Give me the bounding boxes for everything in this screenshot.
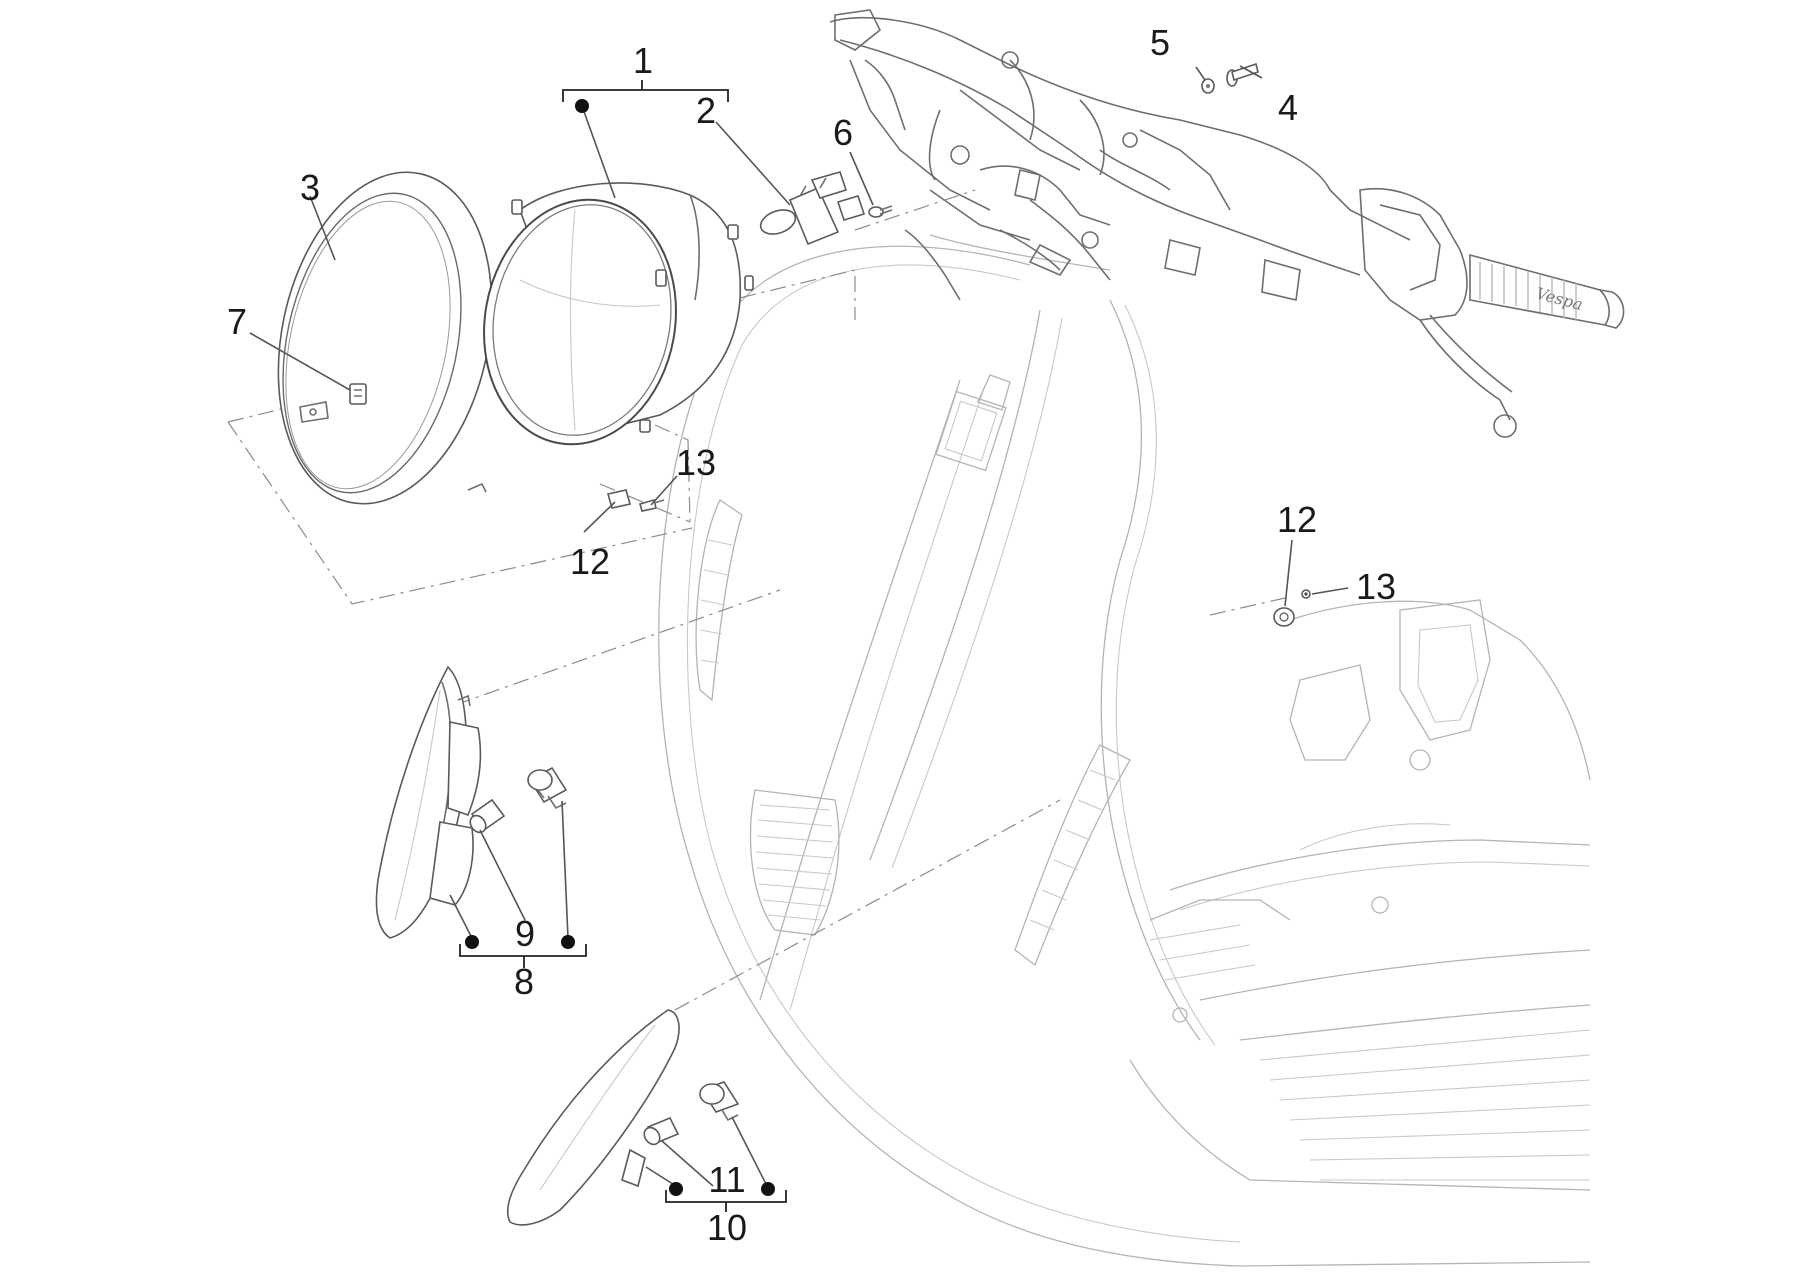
leader-lines (249, 65, 1349, 1187)
group-bracket-1 (562, 80, 729, 113)
headlamp-bulb (759, 171, 866, 246)
callout-6: 6 (832, 112, 854, 153)
indicator-bulb-11 (643, 1116, 680, 1146)
group-bracket-10 (665, 1182, 787, 1212)
callout-2: 2 (695, 90, 717, 131)
callout-7: 7 (226, 301, 248, 342)
callout-10: 10 (706, 1207, 748, 1248)
callout-4: 4 (1277, 87, 1299, 128)
callout-8: 8 (513, 961, 535, 1002)
callout-11: 11 (708, 1159, 746, 1200)
group-bracket-8 (459, 935, 587, 968)
svg-text:Vespa: Vespa (1534, 284, 1585, 315)
callout-9: 9 (514, 913, 536, 954)
callout-12-right: 12 (1276, 499, 1318, 540)
callout-12-left: 12 (569, 541, 611, 582)
callout-3: 3 (299, 167, 321, 208)
nut-13-right (1301, 589, 1311, 599)
clip-12-right (1273, 607, 1295, 627)
indicator-bulb-9 (469, 798, 506, 834)
headlamp-unit (483, 182, 754, 446)
indicator-socket-10 (699, 1081, 740, 1122)
screw-6 (868, 205, 893, 218)
callout-1: 1 (632, 40, 654, 81)
headlamp-bezel-ring (277, 171, 493, 505)
bezel-clip (349, 383, 367, 405)
scooter-body (658, 234, 1591, 1267)
assembly-lines (227, 189, 1286, 1011)
indicator-socket-8 (527, 766, 568, 810)
screw-4 (1226, 62, 1259, 87)
callout-5: 5 (1149, 22, 1171, 63)
washer-5 (1201, 78, 1215, 94)
front-indicator-right (506, 1009, 680, 1226)
callout-13-right: 13 (1355, 566, 1397, 607)
callout-13-left: 13 (675, 442, 717, 483)
front-indicator-left (375, 665, 482, 939)
handlebar-assembly: Vespa (829, 9, 1625, 438)
